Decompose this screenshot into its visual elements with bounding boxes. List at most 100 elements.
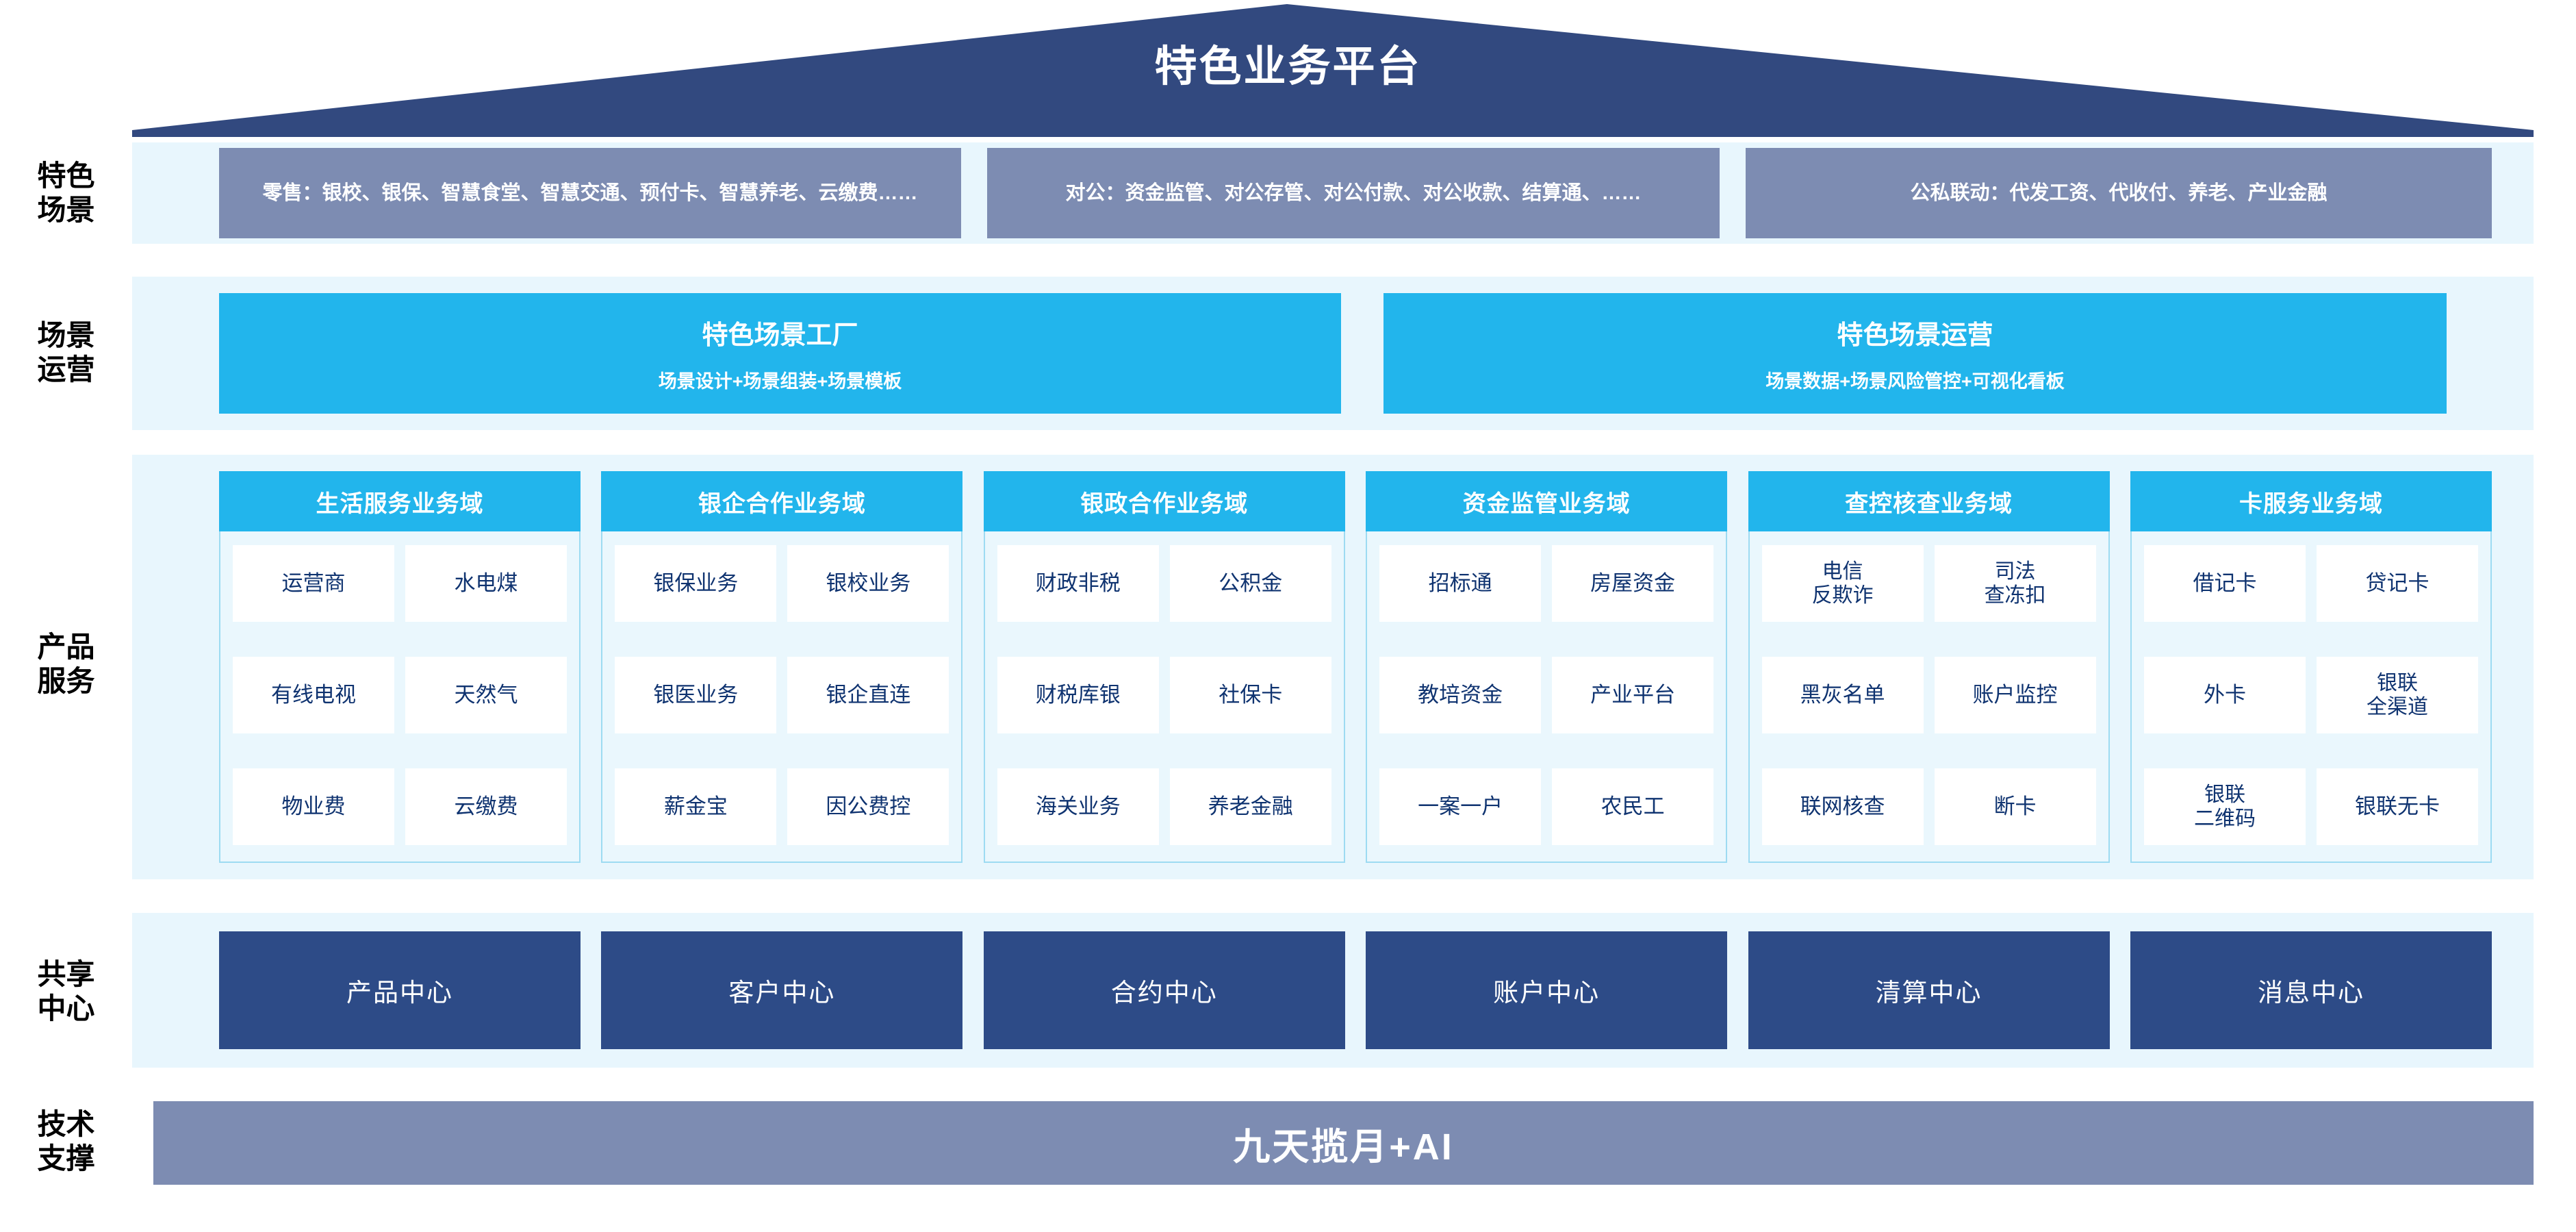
service-cell[interactable]: 银联无卡 bbox=[2316, 768, 2478, 845]
domain-cell-row: 借记卡 贷记卡 bbox=[2143, 545, 2478, 622]
shared-center-card[interactable]: 合约中心 bbox=[983, 931, 1345, 1049]
service-cell[interactable]: 海关业务 bbox=[997, 768, 1159, 845]
service-cell[interactable]: 借记卡 bbox=[2143, 545, 2306, 622]
service-cell[interactable]: 有线电视 bbox=[233, 657, 394, 733]
row-label-shared: 共享中心 bbox=[37, 958, 95, 1024]
ops-row: 特色场景工厂 场景设计+场景组装+场景模板 特色场景运营 场景数据+场景风险管控… bbox=[132, 293, 2534, 414]
service-cell-label: 黑灰名单 bbox=[1800, 682, 1885, 707]
tech-support-label: 九天揽月+AI bbox=[1233, 1126, 1454, 1168]
service-cell[interactable]: 银医业务 bbox=[615, 657, 777, 733]
service-cell-label: 断卡 bbox=[1993, 794, 2037, 818]
service-cell[interactable]: 天然气 bbox=[405, 657, 567, 733]
domain-cell-row: 运营商 水电煤 bbox=[233, 545, 567, 622]
service-cell[interactable]: 联网核查 bbox=[1761, 768, 1924, 845]
service-cell[interactable]: 物业费 bbox=[233, 768, 394, 845]
domain-title[interactable]: 资金监管业务域 bbox=[1366, 471, 1728, 531]
scenario-card-retail[interactable]: 零售：银校、银保、智慧食堂、智慧交通、预付卡、智慧养老、云缴费…… bbox=[219, 148, 961, 238]
service-cell[interactable]: 招标通 bbox=[1379, 545, 1542, 622]
service-cell-label: 一案一户 bbox=[1418, 794, 1503, 818]
domain-body: 电信反欺诈 司法查冻扣黑灰名单 账户监控联网核查 断卡 bbox=[1748, 531, 2110, 863]
shared-center-card[interactable]: 产品中心 bbox=[219, 931, 581, 1049]
ops-card-scene-factory[interactable]: 特色场景工厂 场景设计+场景组装+场景模板 bbox=[219, 293, 1341, 414]
domain-cell-row: 有线电视 天然气 bbox=[233, 657, 567, 733]
service-cell[interactable]: 教培资金 bbox=[1379, 657, 1542, 733]
shared-center-card[interactable]: 清算中心 bbox=[1748, 931, 2110, 1049]
service-cell[interactable]: 因公费控 bbox=[787, 768, 949, 845]
service-cell-label: 薪金宝 bbox=[663, 794, 728, 818]
service-cell[interactable]: 司法查冻扣 bbox=[1934, 545, 2096, 622]
service-cell[interactable]: 社保卡 bbox=[1169, 657, 1331, 733]
ops-title: 特色场景工厂 bbox=[702, 321, 858, 350]
service-cell[interactable]: 运营商 bbox=[233, 545, 394, 622]
service-cell-label: 司法查冻扣 bbox=[1984, 560, 2046, 607]
domain-title[interactable]: 银企合作业务域 bbox=[601, 471, 963, 531]
service-cell[interactable]: 外卡 bbox=[2143, 657, 2306, 733]
service-cell-label: 财税库银 bbox=[1035, 682, 1121, 707]
service-cell-label: 财政非税 bbox=[1035, 570, 1121, 595]
service-cell-label: 养老金融 bbox=[1208, 794, 1293, 818]
shared-center-card[interactable]: 消息中心 bbox=[2130, 931, 2492, 1049]
service-cell-label: 云缴费 bbox=[454, 794, 518, 818]
page-title: 特色业务平台 bbox=[1154, 43, 1422, 90]
service-cell-label: 借记卡 bbox=[2193, 570, 2257, 595]
service-cell[interactable]: 农民工 bbox=[1552, 768, 1714, 845]
service-cell[interactable]: 一案一户 bbox=[1379, 768, 1542, 845]
domain-cell-row: 银医业务银企直连 bbox=[615, 657, 949, 733]
service-cell[interactable]: 黑灰名单 bbox=[1761, 657, 1924, 733]
service-cell[interactable]: 账户监控 bbox=[1934, 657, 2096, 733]
service-cell-label: 海关业务 bbox=[1035, 794, 1121, 818]
shared-center-card[interactable]: 账户中心 bbox=[1366, 931, 1728, 1049]
service-cell-label: 产业平台 bbox=[1590, 682, 1676, 707]
domain-body: 银保业务银校业务银医业务银企直连薪金宝因公费控 bbox=[601, 531, 963, 863]
service-cell-label: 外卡 bbox=[2203, 682, 2246, 707]
domain-title[interactable]: 查控核查业务域 bbox=[1748, 471, 2110, 531]
row-label-product: 产品服务 bbox=[37, 631, 95, 697]
domain-title[interactable]: 生活服务业务域 bbox=[219, 471, 581, 531]
service-cell[interactable]: 产业平台 bbox=[1552, 657, 1714, 733]
service-cell[interactable]: 银联全渠道 bbox=[2316, 657, 2478, 733]
service-cell[interactable]: 公积金 bbox=[1169, 545, 1331, 622]
service-cell[interactable]: 断卡 bbox=[1934, 768, 2096, 845]
service-cell[interactable]: 财政非税 bbox=[997, 545, 1159, 622]
service-cell[interactable]: 水电煤 bbox=[405, 545, 567, 622]
service-cell[interactable]: 电信反欺诈 bbox=[1761, 545, 1924, 622]
domain-cell-row: 财政非税 公积金 bbox=[997, 545, 1331, 622]
service-cell[interactable]: 养老金融 bbox=[1169, 768, 1331, 845]
domain-cell-row: 财税库银 社保卡 bbox=[997, 657, 1331, 733]
service-cell-label: 银联二维码 bbox=[2193, 783, 2256, 830]
domain-cell-row: 电信反欺诈 司法查冻扣 bbox=[1761, 545, 2096, 622]
service-cell-label: 因公费控 bbox=[826, 794, 911, 818]
domain-cell-row: 教培资金 产业平台 bbox=[1379, 657, 1714, 733]
service-cell[interactable]: 银联二维码 bbox=[2143, 768, 2306, 845]
scenario-card-public-private[interactable]: 公私联动：代发工资、代收付、养老、产业金融 bbox=[1746, 148, 2492, 238]
service-cell[interactable]: 云缴费 bbox=[405, 768, 567, 845]
tech-support-bar[interactable]: 九天揽月+AI bbox=[153, 1101, 2534, 1185]
scenario-text: 零售：银校、银保、智慧食堂、智慧交通、预付卡、智慧养老、云缴费…… bbox=[262, 181, 918, 204]
row-label-tech: 技术支撑 bbox=[37, 1108, 95, 1174]
row-label-ops: 场景运营 bbox=[37, 319, 95, 386]
service-cell[interactable]: 银保业务 bbox=[615, 545, 777, 622]
service-cell[interactable]: 贷记卡 bbox=[2316, 545, 2478, 622]
service-cell-label: 银联全渠道 bbox=[2366, 671, 2428, 718]
service-cell[interactable]: 银企直连 bbox=[787, 657, 949, 733]
service-cell[interactable]: 财税库银 bbox=[997, 657, 1159, 733]
ops-subtitle: 场景设计+场景组装+场景模板 bbox=[658, 371, 902, 392]
domain-cell-row: 招标通房屋资金 bbox=[1379, 545, 1714, 622]
scenario-text: 公私联动：代发工资、代收付、养老、产业金融 bbox=[1910, 181, 2328, 204]
domain-title[interactable]: 银政合作业务域 bbox=[983, 471, 1345, 531]
service-cell[interactable]: 房屋资金 bbox=[1552, 545, 1714, 622]
product-domain: 生活服务业务域运营商 水电煤有线电视 天然气物业费 云缴费 bbox=[219, 471, 581, 863]
roof-shape bbox=[132, 4, 2534, 137]
service-cell-label: 电信反欺诈 bbox=[1811, 560, 1874, 607]
scenario-card-corporate[interactable]: 对公：资金监管、对公存管、对公付款、对公收款、结算通、…… bbox=[987, 148, 1720, 238]
service-cell[interactable]: 薪金宝 bbox=[615, 768, 777, 845]
service-cell-label: 水电煤 bbox=[454, 570, 518, 595]
service-cell-label: 天然气 bbox=[454, 682, 518, 707]
service-cell[interactable]: 银校业务 bbox=[787, 545, 949, 622]
domain-title[interactable]: 卡服务业务域 bbox=[2130, 471, 2492, 531]
row-label-scene: 特色场景 bbox=[37, 160, 95, 226]
shared-center-card[interactable]: 客户中心 bbox=[601, 931, 963, 1049]
ops-card-scene-operation[interactable]: 特色场景运营 场景数据+场景风险管控+可视化看板 bbox=[1383, 293, 2447, 414]
product-domain: 资金监管业务域招标通房屋资金教培资金 产业平台一案一户 农民工 bbox=[1366, 471, 1728, 863]
